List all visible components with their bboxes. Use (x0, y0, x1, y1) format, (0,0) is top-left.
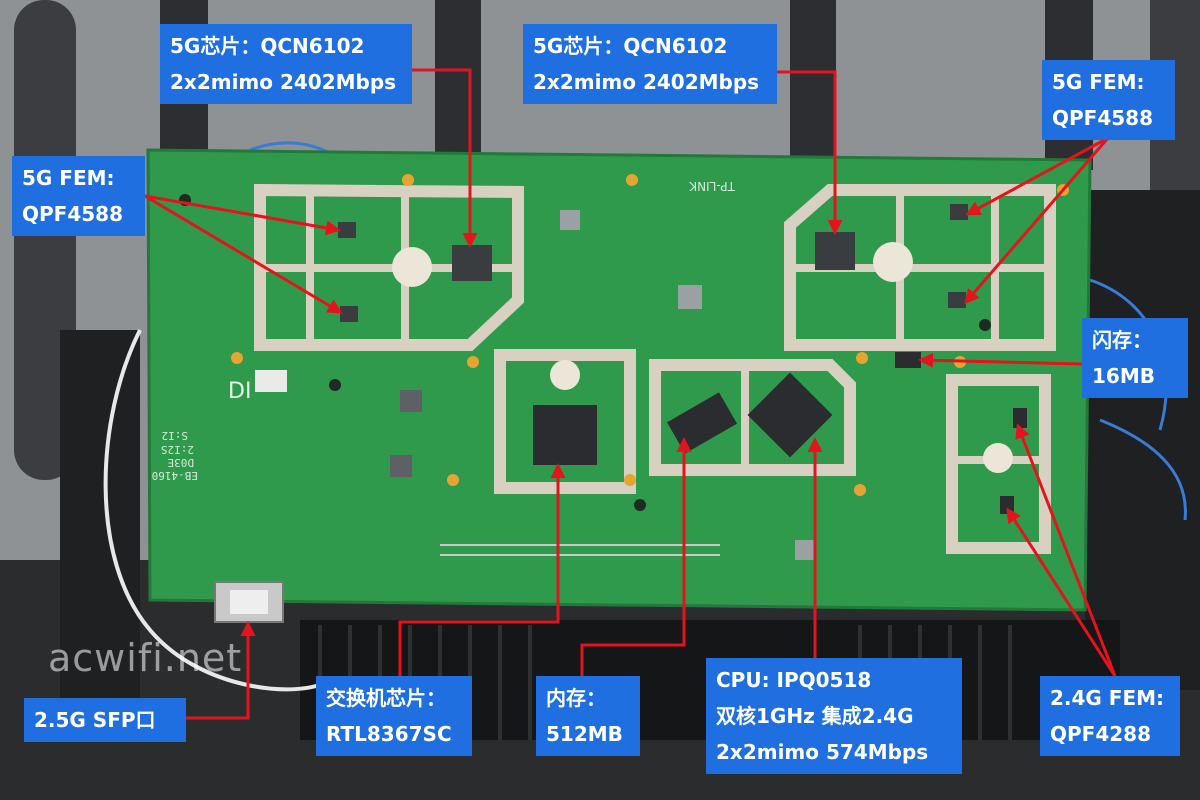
label-line: 16MB (1092, 364, 1155, 388)
label-line: QPF4288 (1050, 722, 1151, 746)
arrow-switch (398, 463, 566, 676)
label-cpu: CPU: IPQ0518 双核1GHz 集成2.4G 2x2mimo 574Mb… (706, 658, 962, 774)
label-line: 内存： (546, 686, 606, 710)
label-line: 5G芯片：QCN6102 (170, 34, 365, 58)
arrow-rf-right (777, 70, 843, 235)
qpf4288-chip (1013, 408, 1027, 428)
arrow-fem-24g-1 (1015, 423, 1117, 677)
arrow-fem-24g-2 (1006, 507, 1117, 677)
label-fem-24g: 2.4G FEM: QPF4288 (1040, 676, 1180, 756)
label-line: RTL8367SC (326, 722, 452, 746)
label-line: 双核1GHz 集成2.4G (716, 704, 914, 728)
arrow-memory (580, 437, 692, 676)
arrow-sfp (186, 621, 256, 720)
label-rf-chip-right: 5G芯片：QCN6102 2x2mimo 2402Mbps (523, 24, 777, 104)
label-line: 2x2mimo 574Mbps (716, 740, 929, 764)
label-line: 闪存： (1092, 328, 1152, 352)
fem-24g-shield (946, 374, 1051, 554)
qpf4588-chip (948, 292, 966, 308)
rf-shield-left (254, 183, 524, 351)
label-line: 2.5G SFP口 (34, 708, 156, 732)
label-line: 2.4G FEM: (1050, 686, 1165, 710)
qpf4588-chip (338, 222, 356, 238)
label-memory: 内存： 512MB (536, 676, 640, 756)
label-fem-left: 5G FEM: QPF4588 (12, 156, 145, 236)
arrow-fem-right-2 (964, 137, 1110, 305)
ipq0518-chip (747, 372, 833, 458)
label-line: QPF4588 (22, 202, 123, 226)
label-rf-chip-left: 5G芯片：QCN6102 2x2mimo 2402Mbps (160, 24, 412, 104)
label-line: QPF4588 (1052, 106, 1153, 130)
qpf4588-chip (950, 204, 968, 220)
flash-chip (895, 352, 921, 368)
board-code-text: DI (228, 379, 251, 404)
silk-mark: EB-4160 (152, 469, 198, 482)
label-line: 交换机芯片： (326, 686, 446, 710)
label-flash: 闪存： 16MB (1082, 318, 1188, 398)
arrow-fem-right-1 (965, 136, 1109, 216)
silk-mark: 2:I2S (161, 443, 194, 456)
label-line: 5G FEM: (1052, 70, 1145, 94)
label-line: CPU: IPQ0518 (716, 668, 872, 692)
rtl8367sc-chip (533, 405, 597, 465)
label-line: 2x2mimo 2402Mbps (533, 70, 760, 94)
watermark: acwifi.net (48, 636, 243, 680)
arrow-flash (918, 352, 1083, 368)
silk-mark: S:I2 (162, 429, 189, 442)
label-switch-chip: 交换机芯片： RTL8367SC (316, 676, 472, 756)
silk-mark: D03E (168, 456, 195, 469)
label-line: 5G FEM: (22, 166, 115, 190)
cpu-shield (649, 359, 856, 476)
antenna (435, 0, 481, 160)
antenna (790, 0, 836, 160)
switch-shield (494, 349, 636, 494)
label-line: 2x2mimo 2402Mbps (170, 70, 397, 94)
board-brand-text: TP-LINK (688, 179, 736, 193)
arrow-rf-left (412, 68, 478, 248)
label-fem-right: 5G FEM: QPF4588 (1042, 60, 1175, 140)
label-line: 5G芯片：QCN6102 (533, 34, 728, 58)
qcn6102-chip-right (815, 232, 855, 270)
qpf4588-chip (340, 306, 358, 322)
arrow-fem-left-2 (144, 194, 343, 314)
label-sfp-port: 2.5G SFP口 (24, 698, 186, 742)
arrow-fem-left-1 (144, 194, 341, 236)
label-line: 512MB (546, 722, 623, 746)
qcn6102-chip-left (452, 245, 492, 281)
